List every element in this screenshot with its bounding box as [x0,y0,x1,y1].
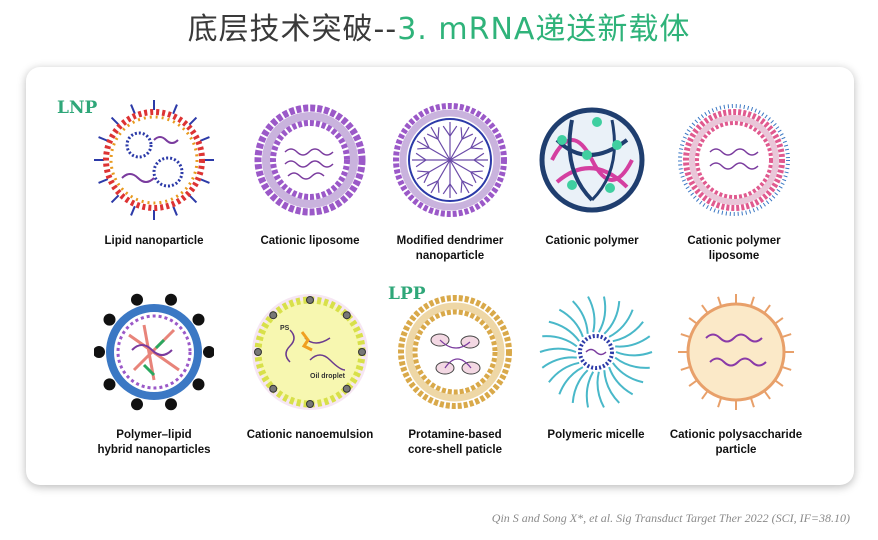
carrier-caption: Modified dendrimer nanoparticle [396,235,504,262]
cationic-nanoemulsion-illustration: PS Oil droplet [252,294,368,410]
carrier-caption: Cationic polysaccharide particle [669,429,803,456]
carrier-caption: Polymer–lipid hybrid nanoparticles [97,429,211,456]
lnp-tag: LNP [57,98,98,118]
slide-title: 底层技术突破--3. mRNA递送新载体 [0,10,878,50]
cationic-polymer-liposome-illustration [678,104,790,216]
carrier-caption: Cationic polymer [545,235,639,247]
modified-dendrimer-illustration [393,103,507,217]
carrier-caption: Lipid nanoparticle [104,235,204,247]
carrier-caption: Cationic polymer liposome [687,235,781,262]
carrier-caption: Protamine-based core-shell paticle [408,429,502,456]
title-prefix: 底层技术突破-- [187,12,398,47]
carrier-caption: Cationic liposome [260,235,360,247]
lipid-nanoparticle-illustration [94,100,214,220]
cationic-polysaccharide-illustration [678,294,794,410]
title-highlight: 3. mRNA递送新载体 [397,12,691,47]
protamine-core-shell-illustration [398,295,512,409]
ps-label: PS [280,325,290,332]
oil-droplet-label: Oil droplet [310,373,346,380]
lpp-tag: LPP [388,284,426,304]
polymer-lipid-hybrid-illustration [94,293,214,411]
cationic-liposome-illustration [254,104,366,216]
carrier-caption: Cationic nanoemulsion [246,429,374,441]
carrier-caption: Polymeric micelle [547,429,645,441]
citation: Qin S and Song X*, et al. Sig Transduct … [491,511,850,525]
polymeric-micelle-illustration [539,296,653,408]
cationic-polymer-illustration [539,107,645,213]
